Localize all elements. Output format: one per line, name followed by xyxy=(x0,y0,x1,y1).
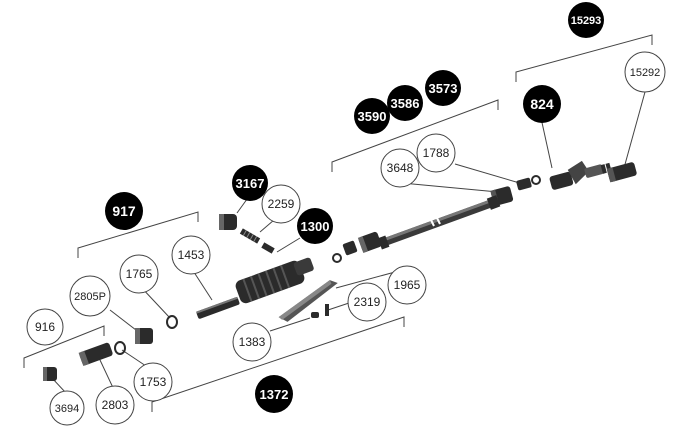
part-number-label: 3167 xyxy=(236,176,265,191)
callout-15293: 15293 xyxy=(568,2,604,38)
callout-2805P: 2805P xyxy=(69,275,111,317)
part-number-label: 2805P xyxy=(74,291,106,303)
part-pin-2319 xyxy=(325,304,329,316)
part-connector-2803 xyxy=(78,342,113,367)
part-nozzle-824 xyxy=(549,160,612,190)
callout-3573: 3573 xyxy=(425,70,461,106)
group-brackets xyxy=(23,34,653,412)
part-number-label: 2319 xyxy=(354,295,381,309)
part-number-label: 15292 xyxy=(630,67,661,79)
part-number-label: 3590 xyxy=(358,109,387,124)
part-number-label: 1965 xyxy=(394,278,421,292)
part-nut-3590 xyxy=(357,231,382,253)
part-oring-1788 xyxy=(531,175,541,185)
part-number-label: 15293 xyxy=(571,15,602,27)
part-number-label: 3573 xyxy=(429,81,458,96)
callout-1765: 1765 xyxy=(119,254,159,294)
part-cap-3167 xyxy=(219,214,237,230)
bracket-15293 xyxy=(515,34,653,82)
part-number-label: 1453 xyxy=(178,248,205,262)
callout-1753: 1753 xyxy=(133,362,173,402)
part-number-label: 2803 xyxy=(102,398,129,412)
callout-3167: 3167 xyxy=(232,165,268,201)
callout-3648: 3648 xyxy=(380,148,420,188)
part-number-label: 917 xyxy=(112,203,136,219)
part-number-label: 824 xyxy=(530,96,554,112)
part-oring-1765 xyxy=(166,315,178,329)
part-valve-1300 xyxy=(261,242,275,254)
bracket-917 xyxy=(77,211,199,258)
part-cap-3694 xyxy=(43,367,57,381)
part-cap-15292 xyxy=(606,162,637,183)
part-trigger-1965 xyxy=(278,280,338,322)
wand-break-mark xyxy=(427,211,441,227)
part-body-2805P xyxy=(135,328,153,344)
part-fitting-1788 xyxy=(516,177,532,191)
part-rod-1453 xyxy=(195,296,240,319)
part-number-label: 916 xyxy=(35,320,55,334)
part-oring-1753 xyxy=(114,341,126,355)
callout-917: 917 xyxy=(105,192,143,230)
part-nut-3586 xyxy=(342,240,358,256)
callout-1372: 1372 xyxy=(255,375,293,413)
callout-916: 916 xyxy=(26,308,64,346)
callout-824: 824 xyxy=(523,85,561,123)
part-pin-1383 xyxy=(311,312,319,318)
callout-1965: 1965 xyxy=(387,265,427,305)
callout-1383: 1383 xyxy=(232,322,272,362)
parts xyxy=(43,160,637,381)
bracket-1372 xyxy=(151,316,405,412)
bracket-3573 xyxy=(331,99,499,172)
callout-1788: 1788 xyxy=(416,133,456,173)
part-number-label: 3694 xyxy=(55,403,79,415)
part-number-label: 1753 xyxy=(140,375,167,389)
part-number-label: 1372 xyxy=(260,387,289,402)
part-spring-2259 xyxy=(239,228,261,244)
callout-2803: 2803 xyxy=(95,385,135,425)
part-number-label: 1788 xyxy=(423,146,450,160)
part-number-label: 3648 xyxy=(387,161,414,175)
callout-2319: 2319 xyxy=(347,282,387,322)
part-oring-3573 xyxy=(332,253,342,263)
callout-2259: 2259 xyxy=(261,184,301,224)
part-number-label: 3586 xyxy=(391,96,420,111)
part-number-label: 2259 xyxy=(268,197,295,211)
callout-1300: 1300 xyxy=(297,208,333,244)
callout-3590: 3590 xyxy=(354,98,390,134)
callout-3586: 3586 xyxy=(387,85,423,121)
part-number-label: 1383 xyxy=(239,335,266,349)
part-number-label: 1300 xyxy=(301,219,330,234)
part-number-label: 1765 xyxy=(126,267,153,281)
callout-3694: 3694 xyxy=(49,390,85,426)
callout-1453: 1453 xyxy=(171,235,211,275)
part-handle xyxy=(235,257,314,304)
bracket-916 xyxy=(23,325,105,368)
callout-15292: 15292 xyxy=(624,51,666,93)
